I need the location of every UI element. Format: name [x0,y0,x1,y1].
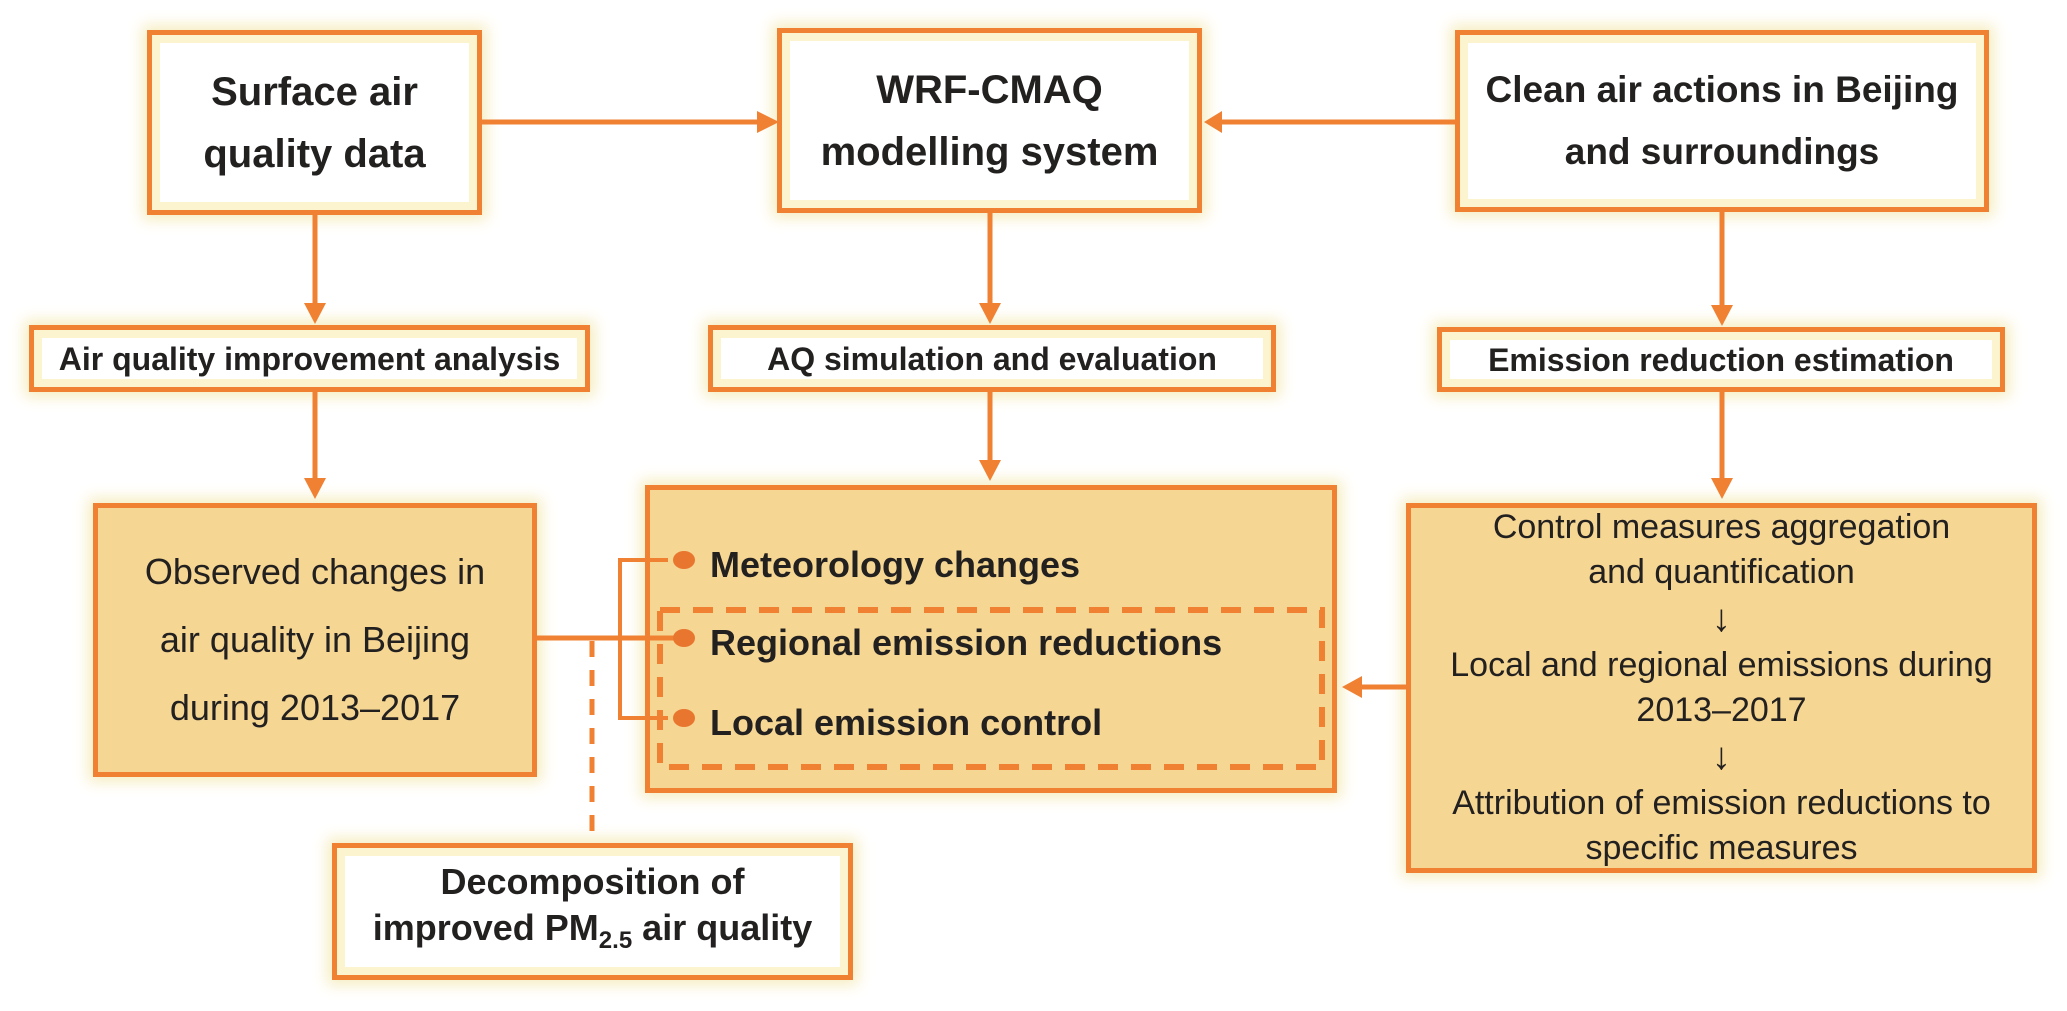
arrowhead-down-icon [1711,478,1733,499]
label-emission-reduction-estimation: Emission reduction estimation [1437,327,2005,392]
node-text-line: modelling system [820,129,1159,174]
arrowhead-down-icon [304,478,326,499]
node-text-line: Decomposition of [440,860,745,902]
arrowhead-down-icon [979,460,1001,481]
arrowhead-down-icon [1711,305,1733,326]
measures-step1-line: and quantification [1588,553,1855,591]
measures-step3-line: specific measures [1585,829,1858,867]
node-clean-air-actions: Clean air actions in Beijing and surroun… [1455,30,1989,212]
factor-local-emission-control: Local emission control [710,702,1103,743]
down-arrow-icon: ↓ [1712,598,1731,640]
node-text-line: air quality in Beijing [159,619,471,660]
node-decomposition-factors: Meteorology changes Regional emission re… [645,485,1337,793]
measures-step2-line: 2013–2017 [1636,691,1807,729]
pm25-subscript: 2.5 [598,927,633,955]
node-text-line: Clean air actions in Beijing [1485,69,1959,110]
node-decomposition-of-pm25: Decomposition of improved PM2.5 air qual… [332,843,853,980]
label-aq-simulation-and-evaluation: AQ simulation and evaluation [708,325,1276,392]
measures-step3-line: Attribution of emission reductions to [1452,784,1991,822]
node-text-line: during 2013–2017 [169,687,461,728]
pm25-suffix: air quality [632,906,813,948]
factor-regional-emission-reductions: Regional emission reductions [710,622,1223,663]
node-control-measures-steps: Control measures aggregation and quantif… [1406,503,2037,873]
node-observed-changes: Observed changes in air quality in Beiji… [93,503,537,777]
pm25-prefix: improved PM [372,906,599,948]
node-surface-air-quality-data: Surface air quality data [147,30,482,215]
arrowhead-down-icon [979,303,1001,324]
label-text: Emission reduction estimation [1488,341,1954,378]
arrowhead-left-icon [1342,676,1362,698]
node-text-line: improved PM2.5 air quality [373,905,812,964]
node-text-line: Observed changes in [144,551,486,592]
node-text-line: quality data [203,131,426,176]
node-wrf-cmaq-modelling-system: WRF-CMAQ modelling system [777,28,1202,213]
label-text: Air quality improvement analysis [58,340,561,377]
node-text-line: Surface air [211,69,418,114]
down-arrow-icon: ↓ [1712,736,1731,778]
arrowhead-left-icon [1204,111,1222,133]
arrowhead-down-icon [304,303,326,324]
arrowhead-right-icon [757,111,779,133]
measures-step1-line: Control measures aggregation [1492,508,1951,546]
label-text: AQ simulation and evaluation [767,340,1217,377]
node-text-line: and surroundings [1564,131,1880,172]
label-air-quality-improvement-analysis: Air quality improvement analysis [29,325,590,392]
measures-step2-line: Local and regional emissions during [1450,646,1993,684]
factor-meteorology-changes: Meteorology changes [710,544,1081,585]
node-text-line: WRF-CMAQ [876,67,1103,112]
